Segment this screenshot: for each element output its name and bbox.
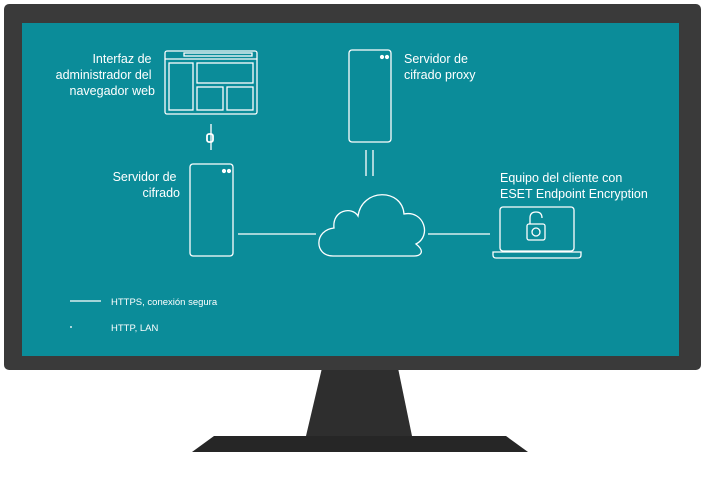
- laptop-icon: [492, 206, 582, 259]
- padlock-icon: [526, 211, 546, 241]
- server-led-dot: [226, 168, 232, 174]
- encryption-server-label: Servidor de cifrado: [113, 170, 180, 200]
- client-label: Equipo del cliente con ESET Endpoint Enc…: [500, 171, 648, 201]
- monitor-stand-neck: [306, 368, 412, 436]
- admin-interface-label: Interfaz de administrador del navegador …: [56, 52, 155, 98]
- proxy-server-label: Servidor de cifrado proxy: [404, 52, 476, 82]
- encryption-server-icon: [189, 163, 234, 257]
- monitor-screen: [22, 23, 679, 356]
- monitor-stand-base: [192, 436, 528, 452]
- legend-https-label: HTTPS, conexión segura: [111, 297, 218, 308]
- connector-icon: [206, 133, 214, 143]
- server-led-dot: [221, 168, 227, 174]
- legend-http-label: HTTP, LAN: [111, 323, 158, 334]
- proxy-led-dot: [379, 54, 385, 60]
- cloud-icon: [318, 194, 426, 257]
- proxy-server-icon: [348, 49, 392, 143]
- browser-window-icon: [164, 50, 258, 115]
- proxy-led-dot: [384, 54, 390, 60]
